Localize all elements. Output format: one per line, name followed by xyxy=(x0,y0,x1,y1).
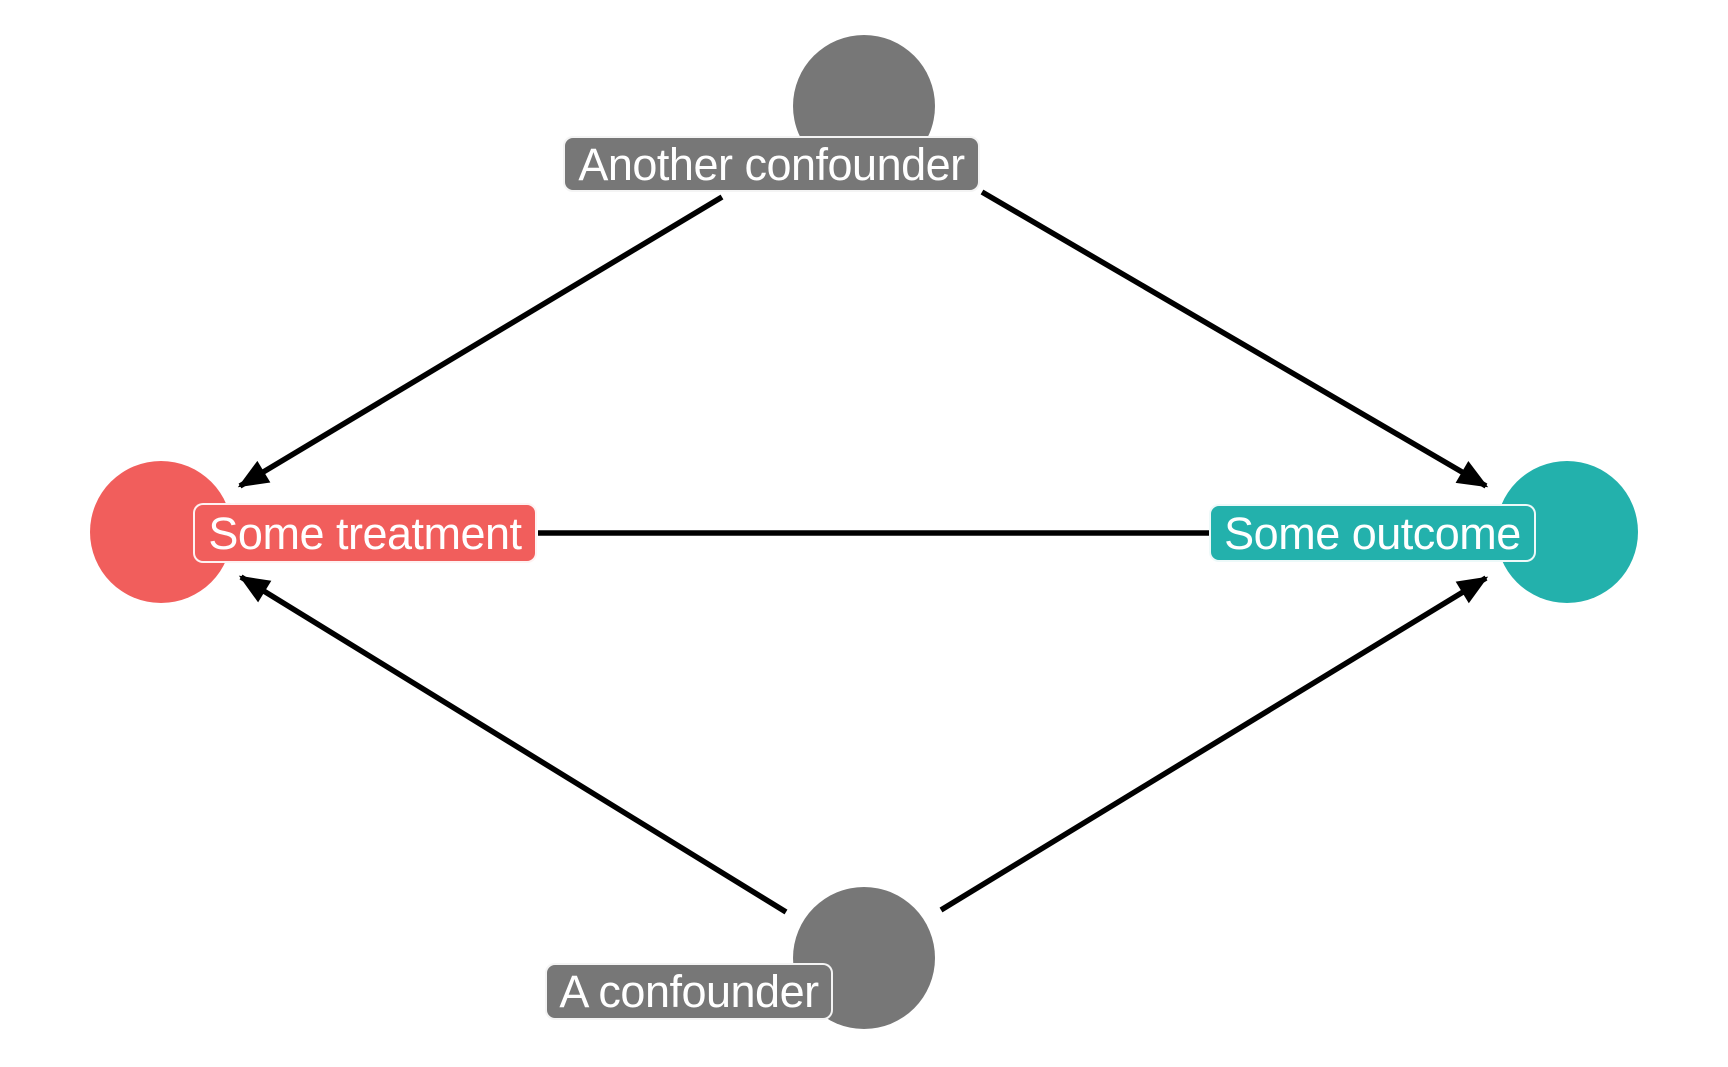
edge-a-confounder-to-outcome-arrow xyxy=(939,575,1489,913)
node-label-some-outcome: Some outcome xyxy=(1209,504,1536,562)
edge-a-confounder-to-treatment-arrow xyxy=(238,574,788,915)
node-label-another-confounder: Another confounder xyxy=(563,136,980,192)
node-label-some-treatment: Some treatment xyxy=(193,503,537,563)
node-label-a-confounder: A confounder xyxy=(545,963,833,1020)
edge-another-confounder-to-outcome-arrow xyxy=(980,189,1489,489)
edge-another-confounder-to-treatment-arrow xyxy=(237,194,724,489)
